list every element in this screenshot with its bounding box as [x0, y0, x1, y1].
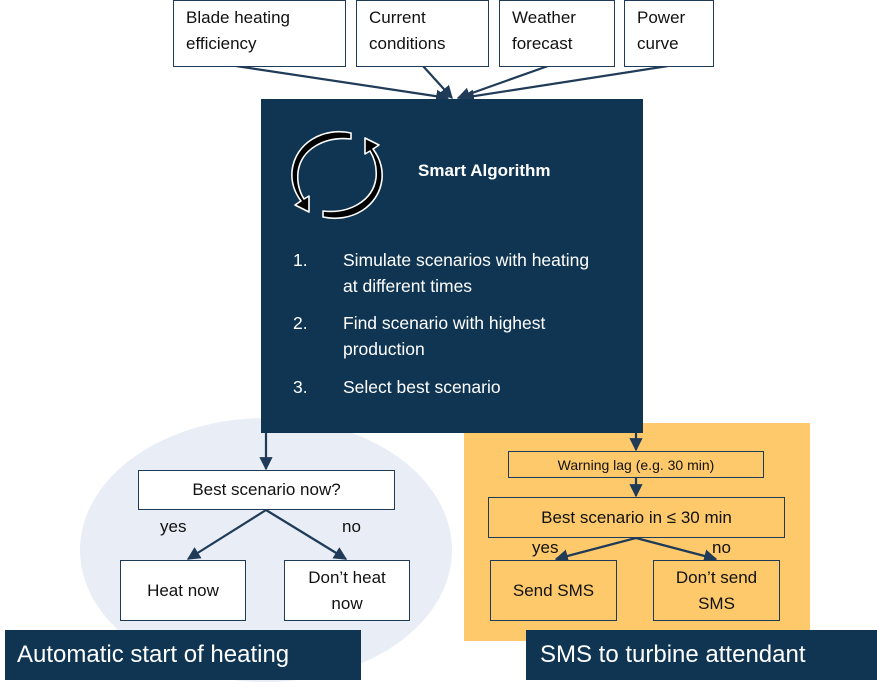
arrow-left-yes	[186, 509, 267, 560]
input-power-curve: Power curve	[624, 0, 714, 67]
warning-lag-box: Warning lag (e.g. 30 min)	[508, 451, 764, 478]
left-yes-label: yes	[160, 517, 187, 536]
input-weather-forecast: Weather forecast	[499, 0, 615, 67]
right-yes-label: yes	[532, 538, 559, 557]
dont-heat-now-box: Don’t heat now	[284, 560, 410, 621]
automatic-heating-banner: Automatic start of heating	[5, 630, 361, 680]
step-text: Find scenario with highest production	[343, 313, 546, 359]
arrow-right-no	[635, 536, 718, 563]
step-number: 2.	[293, 313, 308, 333]
input-current-conditions: Current conditions	[356, 0, 489, 67]
dont-send-sms-box: Don’t send SMS	[653, 560, 780, 621]
algorithm-title: Smart Algorithm	[418, 161, 551, 180]
cycle-arrows-icon	[291, 131, 383, 219]
left-question-box: Best scenario now?	[138, 470, 395, 510]
arrow-input-3	[456, 64, 549, 101]
right-no-label: no	[712, 538, 731, 557]
step-number: 1.	[293, 250, 308, 270]
arrow-left-no	[265, 509, 348, 560]
algorithm-step-1: 1. Simulate scenarios with heating at di…	[293, 247, 613, 299]
arrow-input-1	[235, 64, 450, 103]
step-number: 3.	[293, 377, 308, 397]
arrow-input-2	[422, 65, 453, 99]
send-sms-box: Send SMS	[490, 560, 617, 621]
input-blade-heating-efficiency: Blade heating efficiency	[173, 0, 346, 67]
heat-now-box: Heat now	[120, 560, 246, 621]
step-text: Simulate scenarios with heating at diffe…	[343, 250, 590, 296]
algorithm-step-3: 3. Select best scenario	[293, 374, 613, 400]
algorithm-step-2: 2. Find scenario with highest production	[293, 310, 613, 362]
step-text: Select best scenario	[343, 377, 501, 397]
left-no-label: no	[342, 517, 361, 536]
right-question-box: Best scenario in ≤ 30 min	[488, 497, 785, 538]
smart-algorithm-box: Smart Algorithm 1. Simulate scenarios wi…	[261, 99, 643, 433]
arrow-right-yes	[554, 536, 637, 563]
sms-attendant-banner: SMS to turbine attendant	[526, 630, 877, 680]
arrow-input-4	[460, 64, 669, 103]
